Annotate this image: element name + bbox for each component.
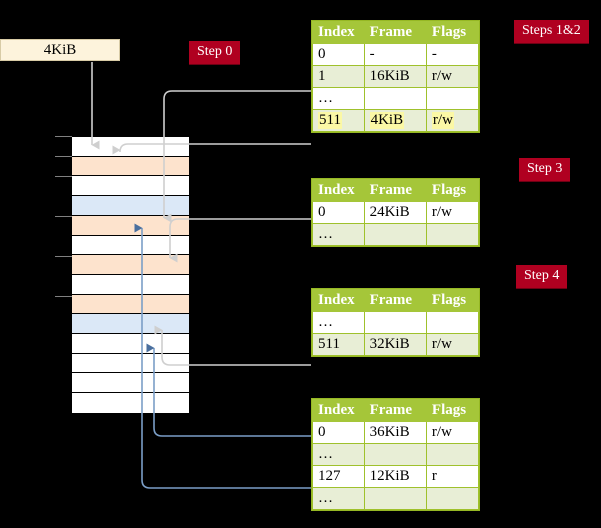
- table-row: …: [312, 487, 480, 510]
- column-header-index: Index: [312, 21, 365, 44]
- memory-frame-row: [72, 294, 189, 315]
- column-header-frame: Frame: [363, 289, 427, 312]
- highlighted-value: 4KiB: [369, 112, 405, 129]
- column-header-index: Index: [312, 399, 365, 422]
- memory-tick-mark: [55, 156, 72, 157]
- badge-step-4: Step 4: [516, 265, 568, 288]
- memory-frame-row: [72, 176, 189, 197]
- source-page-label: 4KiB: [43, 41, 77, 58]
- memory-frame-row: [72, 156, 189, 177]
- badge-step-3: Step 3: [519, 158, 571, 181]
- cell-index: …: [312, 223, 365, 246]
- cell-frame: [363, 487, 427, 510]
- cell-frame: 32KiB: [363, 333, 427, 356]
- cell-frame: -: [363, 43, 427, 66]
- table-row: …: [312, 311, 480, 334]
- cell-frame: [363, 311, 427, 334]
- memory-frame-row: [72, 353, 189, 374]
- column-header-flags: Flags: [425, 289, 480, 312]
- highlighted-value: r/w: [431, 112, 454, 129]
- column-header-flags: Flags: [425, 179, 480, 202]
- highlighted-value: 511: [318, 112, 342, 129]
- cell-flags: [425, 487, 480, 510]
- cell-frame: 12KiB: [363, 465, 427, 488]
- cell-index: …: [312, 311, 365, 334]
- cell-frame: [363, 87, 427, 110]
- memory-frame-row: [72, 196, 189, 216]
- cell-frame: 36KiB: [363, 421, 427, 444]
- column-header-index: Index: [312, 289, 365, 312]
- physical-memory-column: [71, 136, 190, 414]
- memory-frame-row: [72, 255, 189, 275]
- memory-frame-row: [72, 137, 189, 157]
- memory-tick-mark: [55, 256, 72, 257]
- cell-flags: [425, 311, 480, 334]
- table-row: …: [312, 87, 480, 110]
- cell-index: 127: [312, 465, 365, 488]
- cell-index: 1: [312, 65, 365, 88]
- column-header-flags: Flags: [425, 21, 480, 44]
- cell-flags: r/w: [425, 65, 480, 88]
- cell-flags: [425, 87, 480, 110]
- column-header-index: Index: [312, 179, 365, 202]
- memory-frame-row: [72, 235, 189, 256]
- memory-tick-mark: [55, 136, 72, 137]
- cell-flags: r/w: [425, 421, 480, 444]
- column-header-frame: Frame: [363, 399, 427, 422]
- wire-step3: [169, 218, 311, 263]
- cell-flags: r/w: [425, 109, 480, 132]
- column-header-flags: Flags: [425, 399, 480, 422]
- table-row: 0--: [312, 43, 480, 66]
- cell-frame: [363, 443, 427, 466]
- badge-steps-1-2: Steps 1&2: [514, 20, 589, 43]
- column-header-frame: Frame: [363, 179, 427, 202]
- cell-flags: [425, 443, 480, 466]
- cell-frame: [363, 223, 427, 246]
- table-row: 511 4KiB r/w: [312, 109, 480, 132]
- cell-index: 0: [312, 201, 365, 224]
- memory-frame-row: [72, 373, 189, 394]
- memory-frame-row: [72, 393, 189, 413]
- memory-tick-mark: [55, 176, 72, 177]
- cell-frame: 24KiB: [363, 201, 427, 224]
- cell-flags: r: [425, 465, 480, 488]
- badge-step-0: Step 0: [189, 41, 241, 64]
- memory-frame-row: [72, 274, 189, 295]
- memory-tick-mark: [55, 296, 72, 297]
- column-header-frame: Frame: [363, 21, 427, 44]
- cell-index: …: [312, 443, 365, 466]
- cell-index: …: [312, 487, 365, 510]
- memory-frame-row: [72, 334, 189, 354]
- cell-flags: r/w: [425, 333, 480, 356]
- source-page-box: 4KiB: [0, 39, 120, 61]
- cell-flags: -: [425, 43, 480, 66]
- cell-index: 511: [312, 109, 365, 132]
- cell-flags: r/w: [425, 201, 480, 224]
- cell-frame: 16KiB: [363, 65, 427, 88]
- cell-index: …: [312, 87, 365, 110]
- table-row: …: [312, 443, 480, 466]
- table-row: …: [312, 223, 480, 246]
- cell-frame: 4KiB: [363, 109, 427, 132]
- cell-flags: [425, 223, 480, 246]
- cell-index: 0: [312, 43, 365, 66]
- cell-index: 0: [312, 421, 365, 444]
- memory-tick-mark: [55, 216, 72, 217]
- memory-frame-row: [72, 314, 189, 335]
- cell-index: 511: [312, 333, 365, 356]
- memory-frame-row: [72, 215, 189, 236]
